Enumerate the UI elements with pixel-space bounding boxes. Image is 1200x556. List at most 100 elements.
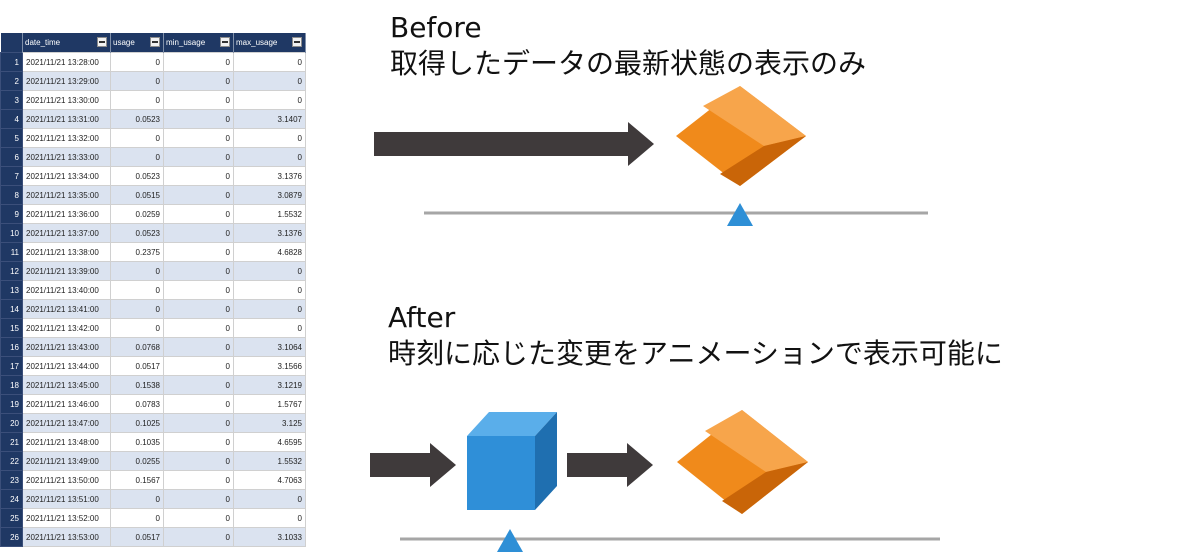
after-arrow-right-icon xyxy=(567,443,653,487)
usage-cell: 0 xyxy=(110,128,164,148)
usage-cell: 0 xyxy=(110,280,164,300)
usage-cell: 0 xyxy=(110,261,164,281)
date-time-cell: 2021/11/21 13:39:00 xyxy=(22,261,111,281)
column-header-max-usage: max_usage xyxy=(233,33,306,53)
date-time-cell: 2021/11/21 13:45:00 xyxy=(22,375,111,395)
usage-cell: 0 xyxy=(110,52,164,72)
row-index-cell: 21 xyxy=(0,432,23,452)
usage-cell: 0.1538 xyxy=(110,375,164,395)
date-time-cell: 2021/11/21 13:46:00 xyxy=(22,394,111,414)
min-usage-cell: 0 xyxy=(163,375,234,395)
before-triangle-marker-icon[interactable] xyxy=(727,203,753,226)
row-index-cell: 19 xyxy=(0,394,23,414)
filter-dropdown-icon[interactable] xyxy=(150,37,160,47)
usage-cell: 0.0517 xyxy=(110,527,164,547)
usage-cell: 0 xyxy=(110,318,164,338)
usage-cell: 0.0768 xyxy=(110,337,164,357)
min-usage-cell: 0 xyxy=(163,432,234,452)
column-header-date-time: date_time xyxy=(22,33,111,53)
usage-cell: 0.0255 xyxy=(110,451,164,471)
blue-cube-icon xyxy=(467,412,557,510)
before-title: Before xyxy=(390,11,482,44)
row-index-cell: 15 xyxy=(0,318,23,338)
date-time-cell: 2021/11/21 13:28:00 xyxy=(22,52,111,72)
max-usage-cell: 3.1219 xyxy=(233,375,306,395)
date-time-cell: 2021/11/21 13:33:00 xyxy=(22,147,111,167)
after-triangle-marker-icon[interactable] xyxy=(497,529,523,552)
date-time-cell: 2021/11/21 13:40:00 xyxy=(22,280,111,300)
max-usage-cell: 0 xyxy=(233,299,306,319)
date-time-cell: 2021/11/21 13:43:00 xyxy=(22,337,111,357)
usage-cell: 0.0523 xyxy=(110,109,164,129)
max-usage-cell: 4.6828 xyxy=(233,242,306,262)
row-index-header xyxy=(0,33,23,53)
date-time-cell: 2021/11/21 13:41:00 xyxy=(22,299,111,319)
max-usage-cell: 3.1376 xyxy=(233,223,306,243)
max-usage-cell: 3.1033 xyxy=(233,527,306,547)
max-usage-cell: 1.5532 xyxy=(233,204,306,224)
usage-cell: 0 xyxy=(110,489,164,509)
max-usage-cell: 3.1566 xyxy=(233,356,306,376)
date-time-cell: 2021/11/21 13:42:00 xyxy=(22,318,111,338)
date-time-cell: 2021/11/21 13:49:00 xyxy=(22,451,111,471)
usage-cell: 0.1025 xyxy=(110,413,164,433)
row-index-cell: 17 xyxy=(0,356,23,376)
date-time-cell: 2021/11/21 13:36:00 xyxy=(22,204,111,224)
row-index-cell: 10 xyxy=(0,223,23,243)
orange-diamond-icon xyxy=(676,86,806,186)
after-description: 時刻に応じた変更をアニメーションで表示可能に xyxy=(388,337,1003,370)
date-time-cell: 2021/11/21 13:34:00 xyxy=(22,166,111,186)
max-usage-cell: 0 xyxy=(233,128,306,148)
max-usage-cell: 4.6595 xyxy=(233,432,306,452)
min-usage-cell: 0 xyxy=(163,299,234,319)
orange-diamond-icon xyxy=(677,410,808,514)
filter-dropdown-icon[interactable] xyxy=(97,37,107,47)
date-time-cell: 2021/11/21 13:32:00 xyxy=(22,128,111,148)
row-index-cell: 9 xyxy=(0,204,23,224)
max-usage-cell: 0 xyxy=(233,280,306,300)
column-header-min-usage: min_usage xyxy=(163,33,234,53)
usage-cell: 0 xyxy=(110,71,164,91)
before-description: 取得したデータの最新状態の表示のみ xyxy=(390,47,867,80)
date-time-cell: 2021/11/21 13:38:00 xyxy=(22,242,111,262)
max-usage-cell: 4.7063 xyxy=(233,470,306,490)
filter-dropdown-icon[interactable] xyxy=(220,37,230,47)
max-usage-cell: 3.125 xyxy=(233,413,306,433)
min-usage-cell: 0 xyxy=(163,204,234,224)
min-usage-cell: 0 xyxy=(163,337,234,357)
usage-cell: 0.0783 xyxy=(110,394,164,414)
filter-dropdown-icon[interactable] xyxy=(292,37,302,47)
min-usage-cell: 0 xyxy=(163,261,234,281)
min-usage-cell: 0 xyxy=(163,280,234,300)
row-index-cell: 26 xyxy=(0,527,23,547)
column-header-label: date_time xyxy=(25,38,61,47)
max-usage-cell: 0 xyxy=(233,489,306,509)
usage-cell: 0.0259 xyxy=(110,204,164,224)
max-usage-cell: 0 xyxy=(233,147,306,167)
date-time-cell: 2021/11/21 13:30:00 xyxy=(22,90,111,110)
